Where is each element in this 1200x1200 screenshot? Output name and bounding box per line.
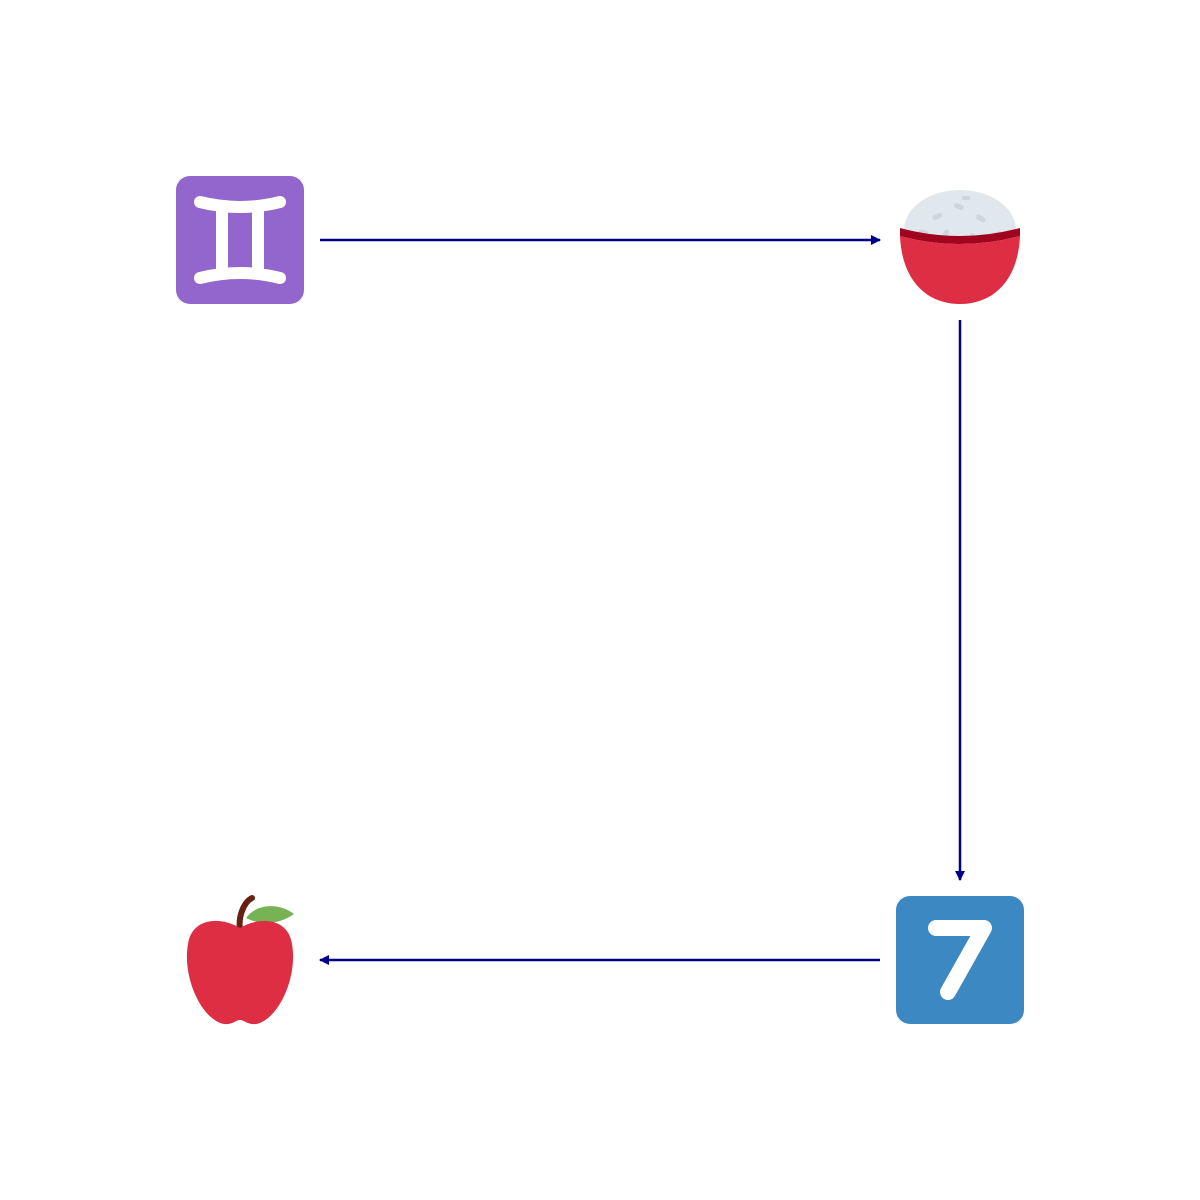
gemini-icon-background <box>176 176 304 304</box>
gemini-glyph <box>194 196 286 284</box>
red-apple-icon <box>186 895 294 1025</box>
apple-stem <box>236 895 255 933</box>
apple-body <box>186 920 294 1025</box>
bowl-body <box>900 236 1020 304</box>
apple-leaf <box>246 906 294 923</box>
edges <box>319 235 965 965</box>
gemini-icon <box>176 176 304 304</box>
keycap-seven-glyph <box>928 920 992 1000</box>
cooked-rice-icon <box>900 190 1020 304</box>
keycap-seven-icon <box>896 896 1024 1024</box>
bowl-rim <box>900 228 1020 244</box>
